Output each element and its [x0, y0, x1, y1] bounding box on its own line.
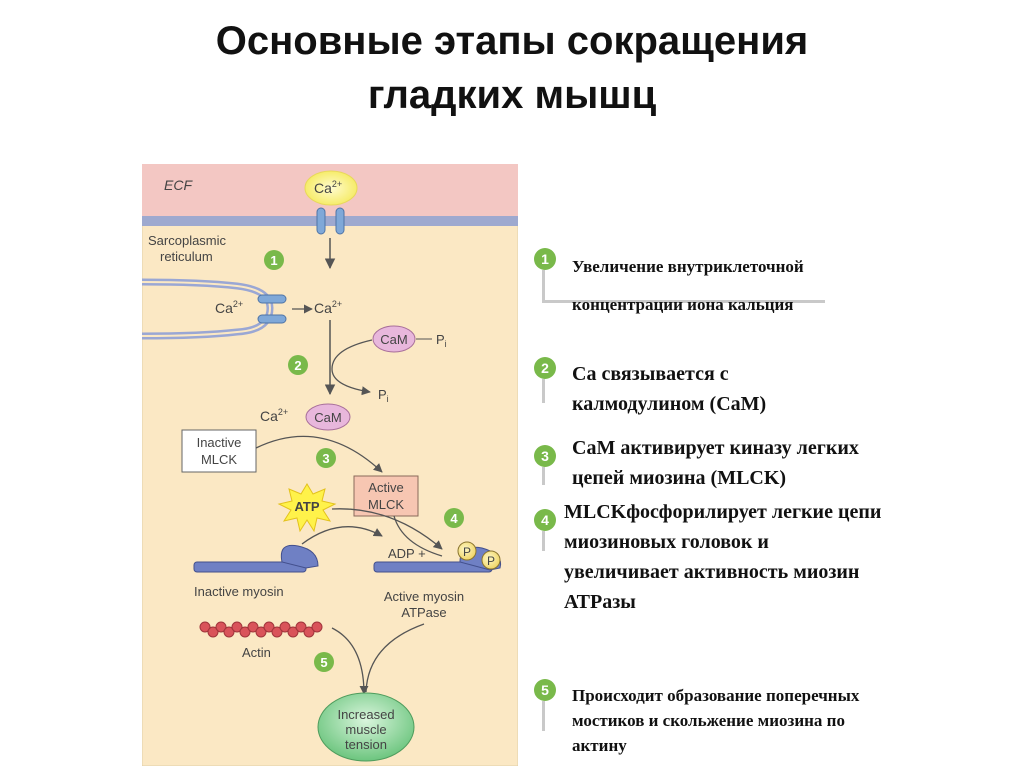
step-4-line-1: MLCKфосфорилирует легкие цепи — [564, 501, 882, 523]
sr-channel-top — [257, 294, 287, 304]
step-4-text: MLCKфосфорилирует легкие цепи миозиновых… — [564, 497, 984, 617]
phosphate-2: P — [481, 550, 501, 570]
adp-label: ADP + — [388, 546, 426, 561]
increased-tension-1: Increased — [337, 707, 394, 722]
pi-released-label: P — [378, 387, 387, 402]
phosphate-2-label: P — [487, 554, 495, 568]
svg-text:Ca2+: Ca2+ — [215, 299, 243, 316]
slide-title: Основные этапы сокращения гладких мышц — [0, 14, 1024, 122]
ca-cytosol-label: Ca — [314, 300, 332, 316]
contraction-diagram: ECF Ca2+ Sarcoplasmic reticulum 1 Ca2+ C… — [142, 164, 518, 766]
step-1-badge: 1 — [534, 248, 556, 270]
badge-3-num: 3 — [322, 451, 329, 466]
step-5-line-2: мостиков и скольжение миозина по — [572, 711, 845, 730]
step-1-line-2: концентрации иона кальция — [572, 295, 794, 314]
step-3-line-2: цепей миозина (MLCK) — [572, 467, 787, 489]
step-2-line-2: калмодулином (СаМ) — [572, 393, 767, 415]
ca-cam-label: CaM — [314, 410, 341, 425]
myosin-to-tension-arrow — [365, 623, 425, 693]
sr-label-1: Sarcoplasmic — [148, 233, 227, 248]
step-1-text: Увеличение внутриклеточной концентрации … — [572, 248, 992, 324]
calcium-channel-left — [316, 207, 326, 235]
cell-membrane — [142, 216, 518, 226]
title-line-1: Основные этапы сокращения — [215, 19, 809, 63]
actin-label: Actin — [242, 645, 271, 660]
phosphate-1-label: P — [463, 545, 471, 559]
svg-text:Ca2+: Ca2+ — [260, 407, 288, 424]
step-2-bracket — [542, 379, 551, 403]
active-myosin-label-2: ATPase — [401, 605, 446, 620]
calcium-channel-right — [335, 207, 345, 235]
step-3-text: СаМ активирует киназу легких цепей миози… — [572, 433, 992, 493]
sr-label-2: reticulum — [160, 249, 213, 264]
title-line-2: гладких мышц — [367, 73, 657, 117]
step-badge-3: 3 — [316, 448, 336, 468]
cam-pi-label: CaM — [380, 332, 407, 347]
step-3-badge: 3 — [534, 445, 556, 467]
myosin-to-active-arrow — [301, 526, 383, 545]
phosphate-1: P — [457, 541, 477, 561]
step-2-badge: 2 — [534, 357, 556, 379]
ca-top-charge: 2+ — [332, 179, 342, 189]
step-2-text: Са связывается с калмодулином (СаМ) — [572, 359, 992, 419]
step-4-bracket — [542, 531, 551, 551]
inactive-mlck-2: MLCK — [201, 452, 237, 467]
increased-tension-bubble — [317, 692, 415, 762]
step-5-line-3: актину — [572, 736, 627, 755]
inactive-mlck-1: Inactive — [197, 435, 242, 450]
step-1-line-1: Увеличение внутриклеточной — [572, 257, 804, 276]
active-myosin-label-1: Active myosin — [384, 589, 464, 604]
step-3-bracket — [542, 467, 551, 485]
step-1-bracket — [542, 270, 825, 303]
badge-2-num: 2 — [294, 358, 301, 373]
inactive-myosin-label: Inactive myosin — [194, 584, 284, 599]
actin-to-tension-arrow — [331, 627, 369, 695]
step-4-line-4: АТРазы — [564, 591, 636, 613]
svg-text:Pi: Pi — [436, 332, 447, 349]
step-badge-4: 4 — [444, 508, 464, 528]
ca-cam-ca-label: Ca — [260, 408, 278, 424]
svg-text:Ca2+: Ca2+ — [314, 299, 342, 316]
step-5-badge: 5 — [534, 679, 556, 701]
inactive-myosin-head — [280, 544, 319, 569]
active-mlck-1: Active — [368, 480, 403, 495]
inactive-mlck-box — [181, 429, 257, 473]
ca-cam-complex — [305, 403, 351, 431]
svg-text:Ca2+: Ca2+ — [314, 179, 342, 196]
activation-curve-arrow — [255, 435, 383, 473]
increased-tension-2: muscle — [345, 722, 386, 737]
cam-pi-molecule — [372, 325, 416, 353]
sr-channel-bottom — [257, 314, 287, 324]
svg-text:Pi: Pi — [378, 387, 389, 404]
step-4-line-2: миозиновых головок и — [564, 531, 769, 553]
atp-starburst — [277, 483, 337, 533]
badge-5-num: 5 — [320, 655, 327, 670]
badge-4-num: 4 — [450, 511, 458, 526]
badge-1-num: 1 — [270, 253, 277, 268]
actin-filament — [199, 621, 323, 638]
step-3-line-1: СаМ активирует киназу легких — [572, 437, 859, 459]
step-5-bracket — [542, 701, 551, 731]
ecf-label: ECF — [164, 177, 193, 193]
step-badge-5: 5 — [314, 652, 334, 672]
step-2-line-1: Са связывается с — [572, 363, 729, 385]
increased-tension-3: tension — [345, 737, 387, 752]
ca-top-label: Ca — [314, 180, 332, 196]
step-5-line-1: Происходит образование поперечных — [572, 686, 860, 705]
ca-extracellular — [304, 170, 358, 206]
step-badge-2: 2 — [288, 355, 308, 375]
active-mlck-2: MLCK — [368, 497, 404, 512]
mlck-to-myosin-arrow — [393, 515, 443, 557]
atp-arrow — [331, 508, 443, 550]
step-4-line-3: увеличивает активность миозин — [564, 561, 860, 583]
ca-sr-label: Ca — [215, 300, 233, 316]
atp-label: ATP — [294, 499, 319, 514]
step-badge-1: 1 — [264, 250, 284, 270]
cam-curve-arrow — [331, 339, 373, 396]
step-5-text: Происходит образование поперечных мостик… — [572, 683, 1012, 758]
pi-label: P — [436, 332, 445, 347]
step-4-badge: 4 — [534, 509, 556, 531]
